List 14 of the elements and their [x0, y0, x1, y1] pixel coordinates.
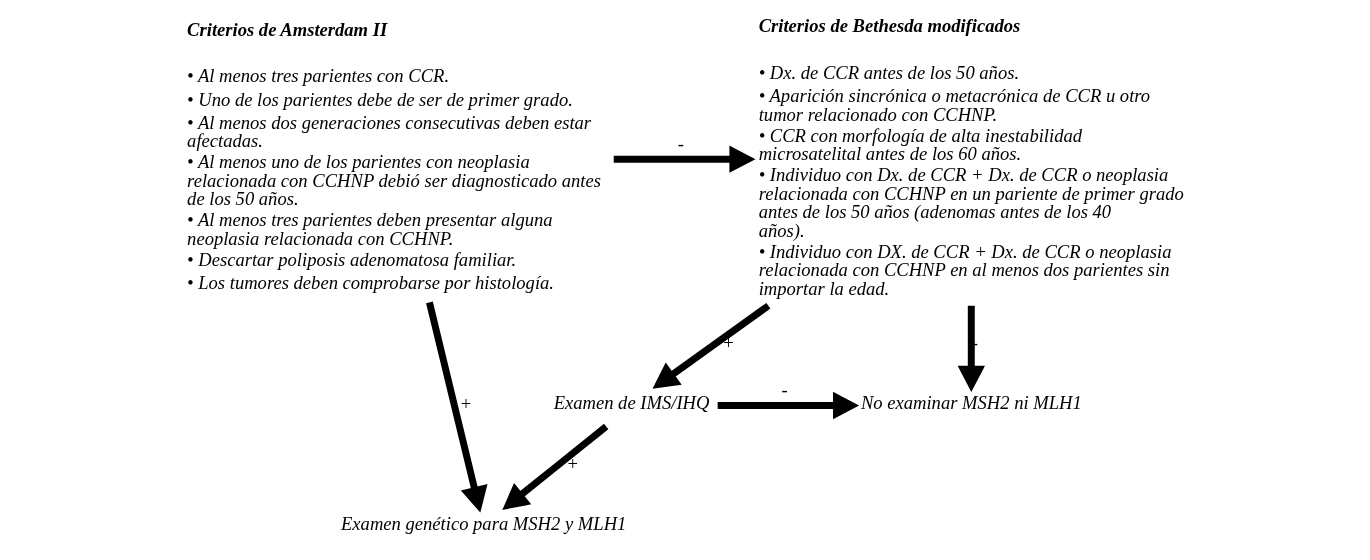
node-text: No examinar MSH2 ni MLH1	[860, 391, 1082, 413]
arrow	[652, 302, 770, 389]
node-text: Examen de IMS/IHQ	[553, 391, 709, 413]
arrow	[501, 423, 608, 510]
edge-label: +	[460, 392, 471, 414]
node-text: Criterios de Amsterdam II • Al menos tres parientes con CCR. • Uno de los parientes debe de ser de primer grado. • Al menos dos generaciones consecutivas deben estar afectadas. • Al menos uno de los parientes con neoplasia relacionada con CCHNP debió ser diagnosticado antes de los 50 años. • Al menos tres parientes deben presentar alguna neoplasia relacionada con CCHNP. • Descartar poliposis adenomatosa familiar. • Los tumores deben comprobarse por histología.	[186, 18, 601, 294]
edge-label: -	[677, 132, 684, 154]
edge-label: +	[722, 332, 734, 354]
edge-label: -	[780, 378, 788, 400]
edge-label: +	[567, 453, 578, 475]
arrow	[957, 305, 985, 392]
arrow	[425, 301, 487, 513]
node-text: Criterios de Bethesda modificados • Dx. de CCR antes de los 50 años. • Aparición sincrónica o metacrónica de CCR u otro tumor relacionado con CCHNP. • CCR con morfología de alta inestabilidad microsatelital antes de los 60 años. • Individuo con Dx. de CCR + Dx. de CCR o neoplasia relacionada con CCHNP en un pariente de primer grado antes de los 50 años (adenomas antes de los 40 años). • Individuo con DX. de CCR + Dx. de CCR o neoplasia relacionada con CCHNP en al menos dos parientes sin importar la edad.	[758, 15, 1184, 299]
node-text: Examen genético para MSH2 y MLH1	[340, 512, 626, 534]
